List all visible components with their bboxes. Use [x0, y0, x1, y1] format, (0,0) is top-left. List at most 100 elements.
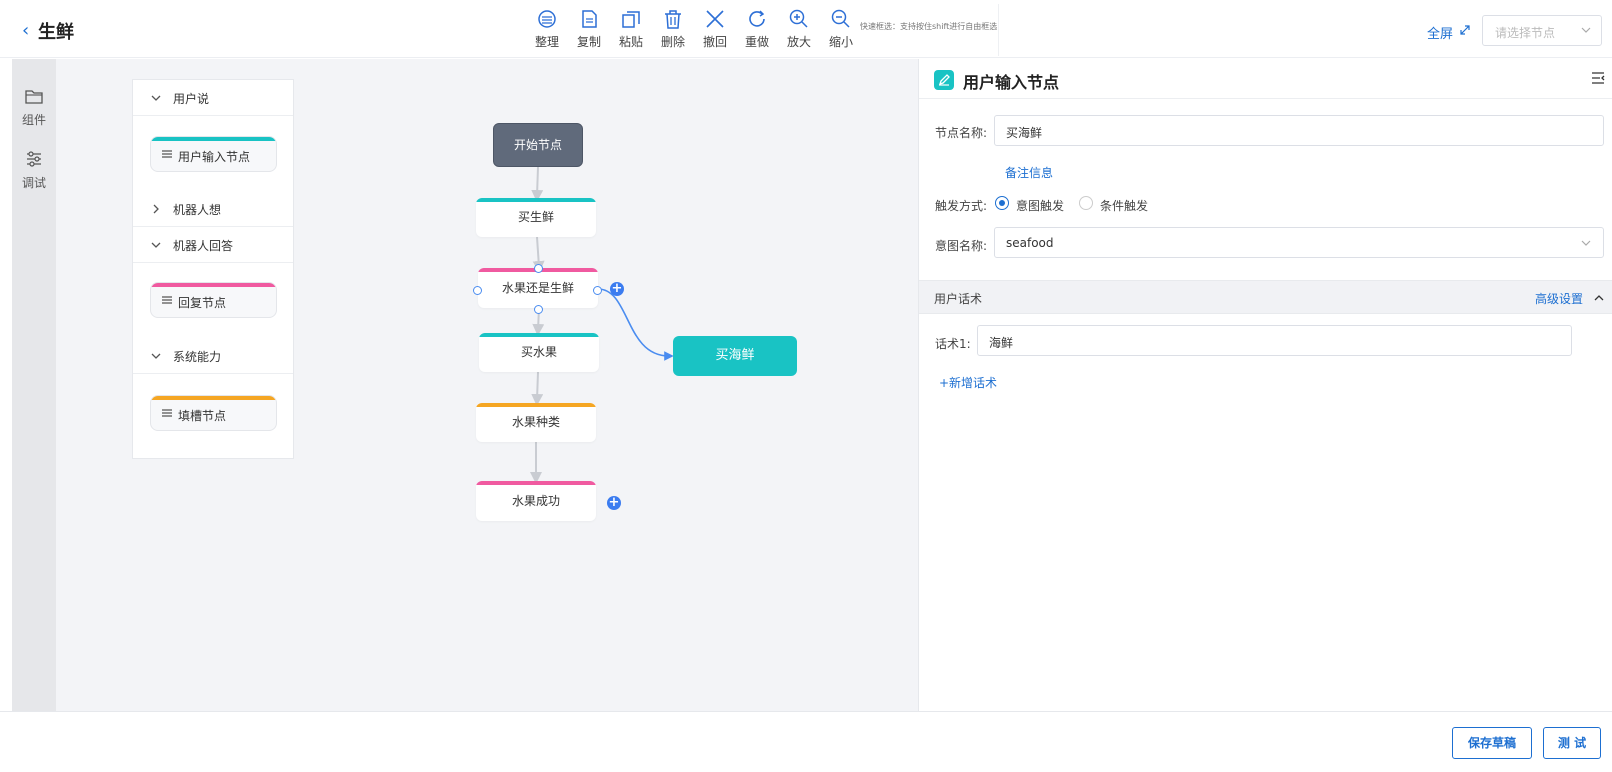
toolbar: 整理 复制 粘贴 删除 撤回 重做 放大 缩小 — [526, 4, 862, 58]
palette-group-title: 机器人想 — [173, 203, 222, 217]
chevron-down-icon — [1581, 240, 1591, 246]
chevron-up-icon[interactable] — [1594, 293, 1604, 303]
copy-icon — [582, 10, 597, 28]
edit-icon — [934, 70, 954, 90]
copy-label: 复制 — [576, 35, 601, 49]
remark-link[interactable]: 备注信息 — [1005, 166, 1054, 180]
color-bar — [476, 198, 596, 202]
page-title: 生鲜 — [38, 22, 74, 43]
node-name-label: 节点名称: — [935, 126, 988, 140]
arrange-label: 整理 — [534, 35, 559, 49]
section-title: 用户话术 — [934, 292, 983, 306]
zoom-out-label: 缩小 — [828, 35, 853, 49]
collapse-panel-icon[interactable] — [1591, 72, 1605, 84]
flow-node[interactable]: 水果还是生鲜 — [478, 268, 598, 308]
redo-button[interactable]: 重做 — [736, 4, 778, 58]
selection-hint: 快速框选：支持按住shift进行自由框选 — [860, 22, 998, 31]
folder-icon — [25, 90, 43, 104]
advanced-settings-link[interactable]: 高级设置 — [1535, 292, 1584, 306]
palette-item-user-input-node[interactable]: 用户输入节点 — [150, 136, 277, 172]
header-divider — [998, 4, 999, 56]
palette-item-label: 用户输入节点 — [178, 150, 251, 164]
paste-button[interactable]: 粘贴 — [610, 4, 652, 58]
flow-node[interactable]: 买水果 — [479, 333, 599, 372]
flow-node-label: 水果还是生鲜 — [501, 281, 574, 295]
sliders-icon — [27, 151, 41, 167]
node-name-input[interactable]: 买海鲜 — [994, 115, 1604, 146]
header: ‹ 生鲜 整理 复制 粘贴 删除 撤回 重做 放大 — [0, 0, 1612, 58]
arrange-icon — [538, 10, 556, 28]
rail-item-debug[interactable]: 调试 — [12, 150, 56, 191]
start-node[interactable]: 开始节点 — [493, 123, 583, 167]
undo-button[interactable]: 撤回 — [694, 4, 736, 58]
flow-node[interactable]: 水果种类 — [476, 403, 596, 442]
intent-trigger-radio[interactable] — [995, 196, 1009, 210]
delete-button[interactable]: 删除 — [652, 4, 694, 58]
properties-panel: 用户输入节点 节点名称: 买海鲜 备注信息 触发方式: 意图触发 条件触发 意图… — [918, 59, 1612, 711]
palette-group-robot-answers[interactable]: 机器人回答 — [133, 227, 293, 263]
right-port[interactable] — [593, 286, 602, 295]
arrange-button[interactable]: 整理 — [526, 4, 568, 58]
test-button[interactable]: 测 试 — [1543, 727, 1601, 759]
node-select-placeholder: 请选择节点 — [1495, 26, 1556, 40]
intent-name-value: seafood — [1006, 236, 1054, 250]
color-bar — [476, 481, 596, 485]
chevron-down-icon — [151, 353, 161, 359]
selected-flow-node[interactable]: 买海鲜 — [673, 336, 797, 376]
flow-node[interactable]: 水果成功 — [476, 481, 596, 521]
expand-icon[interactable] — [1459, 24, 1471, 36]
color-bar — [151, 137, 276, 141]
left-port[interactable] — [473, 286, 482, 295]
drag-handle-icon — [162, 409, 172, 417]
palette-group-title: 机器人回答 — [173, 239, 234, 253]
rail-item-components[interactable]: 组件 — [12, 87, 56, 128]
save-draft-button[interactable]: 保存草稿 — [1452, 727, 1532, 759]
palette-group-title: 系统能力 — [173, 350, 222, 364]
delete-label: 删除 — [660, 35, 685, 49]
add-node-button[interactable]: + — [607, 495, 621, 510]
zoom-in-label: 放大 — [786, 35, 811, 49]
palette-group-title: 用户说 — [173, 92, 210, 106]
palette-group-system[interactable]: 系统能力 — [133, 338, 293, 374]
chevron-down-icon — [1581, 27, 1591, 33]
chevron-right-icon — [153, 204, 159, 214]
palette-item-label: 填槽节点 — [178, 409, 227, 423]
zoom-out-button[interactable]: 缩小 — [820, 4, 862, 58]
top-port[interactable] — [534, 264, 543, 273]
flow-node[interactable]: 买生鲜 — [476, 198, 596, 237]
add-utterance-link[interactable]: +新增话术 — [939, 376, 998, 390]
palette-item-slot-node[interactable]: 填槽节点 — [150, 395, 277, 431]
redo-label: 重做 — [744, 35, 769, 49]
color-bar — [151, 396, 276, 400]
flow-edges — [530, 166, 674, 484]
node-select[interactable]: 请选择节点 — [1482, 15, 1602, 46]
intent-name-label: 意图名称: — [935, 239, 988, 253]
bottom-port[interactable] — [534, 305, 543, 314]
drag-handle-icon — [162, 296, 172, 304]
left-rail: 组件 调试 — [12, 59, 56, 711]
utterance-label: 话术1: — [935, 337, 971, 351]
intent-trigger-label[interactable]: 意图触发 — [1016, 199, 1065, 213]
drag-handle-icon — [162, 150, 172, 158]
copy-button[interactable]: 复制 — [568, 4, 610, 58]
utterance-input[interactable]: 海鲜 — [977, 325, 1572, 356]
redo-icon — [749, 10, 765, 27]
flow-node-label: 买生鲜 — [517, 210, 554, 224]
utterance-value: 海鲜 — [989, 336, 1014, 350]
palette-group-user-says[interactable]: 用户说 — [133, 80, 293, 116]
condition-trigger-label[interactable]: 条件触发 — [1100, 199, 1149, 213]
flow-node-label: 买水果 — [520, 345, 557, 359]
back-icon[interactable]: ‹ — [22, 20, 30, 41]
undo-label: 撤回 — [702, 35, 727, 49]
fullscreen-link[interactable]: 全屏 — [1427, 27, 1454, 42]
add-branch-button[interactable]: + — [610, 281, 624, 296]
undo-icon — [706, 10, 724, 28]
palette-group-robot-thinks[interactable]: 机器人想 — [133, 191, 293, 227]
chevron-down-icon — [151, 242, 161, 248]
palette-item-reply-node[interactable]: 回复节点 — [150, 282, 277, 318]
zoom-in-button[interactable]: 放大 — [778, 4, 820, 58]
intent-name-select[interactable]: seafood — [994, 227, 1604, 258]
rail-label-debug: 调试 — [21, 176, 46, 190]
condition-trigger-radio[interactable] — [1079, 196, 1093, 210]
flow-node-label: 水果种类 — [511, 415, 560, 429]
